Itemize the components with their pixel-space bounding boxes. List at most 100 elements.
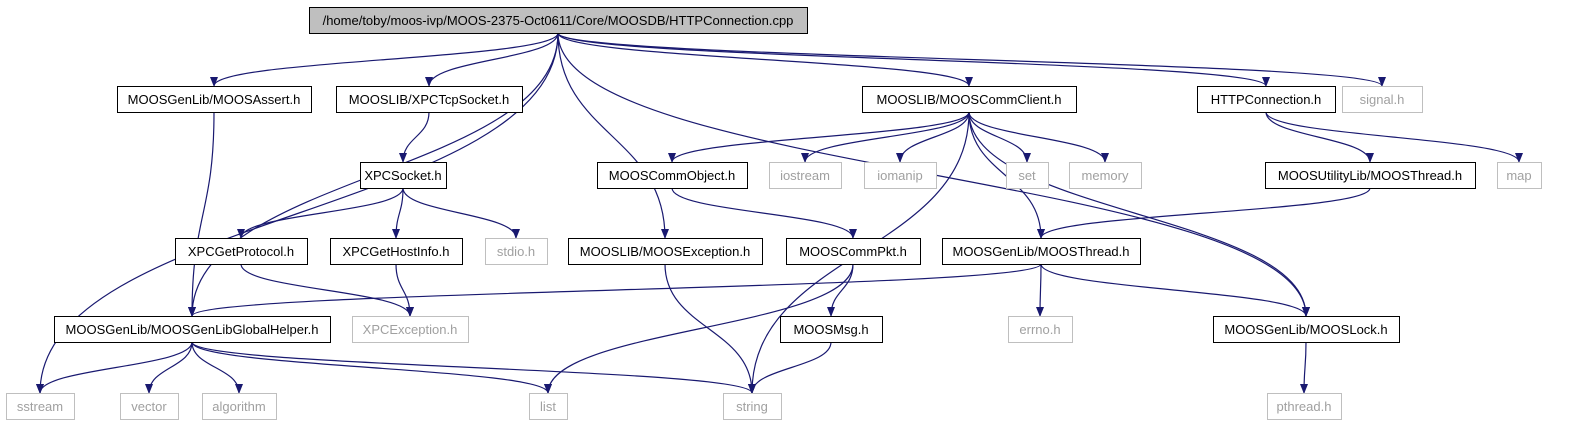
node-errno-h: errno.h <box>1008 316 1073 343</box>
edge-httpconn-to-utilthread <box>1265 111 1374 163</box>
node-box <box>360 162 447 189</box>
edge-commclient-to-mooslock <box>968 111 1310 317</box>
node-stdio-h: stdio.h <box>485 238 548 265</box>
node-label: map <box>1506 168 1531 183</box>
node-box <box>864 162 937 189</box>
node-box <box>352 316 469 343</box>
edge-xpcgetprotocol-to-xpcexception <box>240 263 414 317</box>
node-box <box>1213 316 1400 343</box>
edge-xpcsocket-to-stdio <box>402 187 520 239</box>
node-string: string <box>723 393 782 420</box>
node-label: string <box>736 399 768 414</box>
node-label: errno.h <box>1019 322 1060 337</box>
node-label: MOOSMsg.h <box>793 322 868 337</box>
node-moosgenlib-moosgenlibglobalhelper-h[interactable]: MOOSGenLib/MOOSGenLibGlobalHelper.h <box>54 316 331 343</box>
node-httpconnection-h[interactable]: HTTPConnection.h <box>1197 86 1336 113</box>
node-xpcgethostinfo-h[interactable]: XPCGetHostInfo.h <box>330 238 463 265</box>
node-label: MOOSGenLib/MOOSGenLibGlobalHelper.h <box>66 322 319 337</box>
node-box <box>117 86 312 113</box>
edge-xpctcpsocket-to-xpcsocket <box>399 111 430 163</box>
node-memory: memory <box>1069 162 1142 189</box>
node-label: MOOSCommPkt.h <box>799 244 907 259</box>
edge-root-to-httpconn <box>557 32 1270 87</box>
edge-commobject-to-commpkt <box>671 187 857 239</box>
edge-root-to-signal <box>557 32 1386 87</box>
node-moosgenlib-moosassert-h[interactable]: MOOSGenLib/MOOSAssert.h <box>117 86 312 113</box>
edge-commpkt-to-list <box>544 263 854 394</box>
node-label: MOOSLIB/MOOSCommClient.h <box>877 92 1062 107</box>
edge-httpconn-to-map <box>1265 111 1523 163</box>
edge-commclient-to-memory <box>968 111 1109 163</box>
node-label: vector <box>131 399 167 414</box>
node-label: MOOSGenLib/MOOSThread.h <box>952 244 1129 259</box>
edge-commclient-to-iostream <box>801 111 970 163</box>
node-label: MOOSGenLib/MOOSLock.h <box>1224 322 1387 337</box>
edge-globalhelper-to-algorithm <box>191 341 243 394</box>
edge-utilthread-to-genlibthread <box>1037 187 1371 239</box>
edge-root-to-moosassert <box>210 32 559 87</box>
node-mooslib-moosexception-h[interactable]: MOOSLIB/MOOSException.h <box>568 238 763 265</box>
node-box <box>942 238 1141 265</box>
node-sstream: sstream <box>6 393 75 420</box>
node-mooscommobject-h[interactable]: MOOSCommObject.h <box>597 162 748 189</box>
edge-moosassert-to-globalhelper <box>188 111 215 317</box>
node-mooscommpkt-h[interactable]: MOOSCommPkt.h <box>786 238 921 265</box>
node-label: XPCException.h <box>363 322 458 337</box>
edge-root-to-mooslibexception <box>557 32 669 239</box>
node-box <box>336 86 523 113</box>
edge-commclient-to-genlibthread <box>968 111 1045 239</box>
node-label: set <box>1018 168 1036 183</box>
node-label: /home/toby/moos-ivp/MOOS-2375-Oct0611/Co… <box>323 13 794 28</box>
edge-commpkt-to-moosmsg <box>827 263 854 317</box>
node-xpcgetprotocol-h[interactable]: XPCGetProtocol.h <box>175 238 308 265</box>
node-label: MOOSCommObject.h <box>609 168 735 183</box>
node-label: signal.h <box>1360 92 1405 107</box>
edge-xpcsocket-to-xpcgethostinfo <box>392 187 404 239</box>
node-iomanip: iomanip <box>864 162 937 189</box>
node-box <box>597 162 748 189</box>
node-label: iostream <box>780 168 830 183</box>
node-box <box>1265 162 1476 189</box>
node-xpcsocket-h[interactable]: XPCSocket.h <box>360 162 447 189</box>
node-box <box>309 7 808 34</box>
node-box <box>769 162 842 189</box>
node-label: MOOSUtilityLib/MOOSThread.h <box>1278 168 1462 183</box>
node-moosutilitylib-moosthread-h[interactable]: MOOSUtilityLib/MOOSThread.h <box>1265 162 1476 189</box>
edge-moosmsg-to-string <box>748 341 832 394</box>
node-mooslib-xpctcpsocket-h[interactable]: MOOSLIB/XPCTcpSocket.h <box>336 86 523 113</box>
node-label: MOOSLIB/MOOSException.h <box>580 244 751 259</box>
node-label: sstream <box>17 399 63 414</box>
node-set: set <box>1006 162 1049 189</box>
node-box <box>1197 86 1336 113</box>
node-label: algorithm <box>212 399 265 414</box>
node-signal-h: signal.h <box>1342 86 1423 113</box>
edge-commclient-to-commobject <box>668 111 970 163</box>
node-algorithm: algorithm <box>202 393 277 420</box>
node-label: pthread.h <box>1277 399 1332 414</box>
node-box <box>786 238 921 265</box>
node-box <box>1008 316 1073 343</box>
edge-genlibthread-to-errno <box>1036 263 1045 317</box>
edge-globalhelper-to-sstream <box>36 341 193 394</box>
edge-root-to-commclient <box>557 32 973 87</box>
node-box <box>6 393 75 420</box>
node-moosgenlib-mooslock-h[interactable]: MOOSGenLib/MOOSLock.h <box>1213 316 1400 343</box>
edge-mooslock-to-pthread <box>1300 341 1309 394</box>
node-box <box>1069 162 1142 189</box>
node-label: HTTPConnection.h <box>1211 92 1322 107</box>
node-box <box>54 316 331 343</box>
node-mooslib-mooscommclient-h[interactable]: MOOSLIB/MOOSCommClient.h <box>862 86 1077 113</box>
node-moosmsg-h[interactable]: MOOSMsg.h <box>780 316 883 343</box>
node-moosgenlib-moosthread-h[interactable]: MOOSGenLib/MOOSThread.h <box>942 238 1141 265</box>
node-label: memory <box>1082 168 1129 183</box>
edge-mooslibexception-to-string <box>664 263 756 394</box>
node-pthread-h: pthread.h <box>1267 393 1342 420</box>
node-home-toby-moos-ivp-moos-2375-oct0611-core-moosdb-httpconnection-cpp[interactable]: /home/toby/moos-ivp/MOOS-2375-Oct0611/Co… <box>309 7 808 34</box>
node-label: MOOSGenLib/MOOSAssert.h <box>128 92 301 107</box>
edge-commclient-to-iomanip <box>896 111 970 163</box>
node-box <box>175 238 308 265</box>
edge-commclient-to-set <box>968 111 1031 163</box>
node-label: XPCSocket.h <box>364 168 441 183</box>
node-box <box>202 393 277 420</box>
